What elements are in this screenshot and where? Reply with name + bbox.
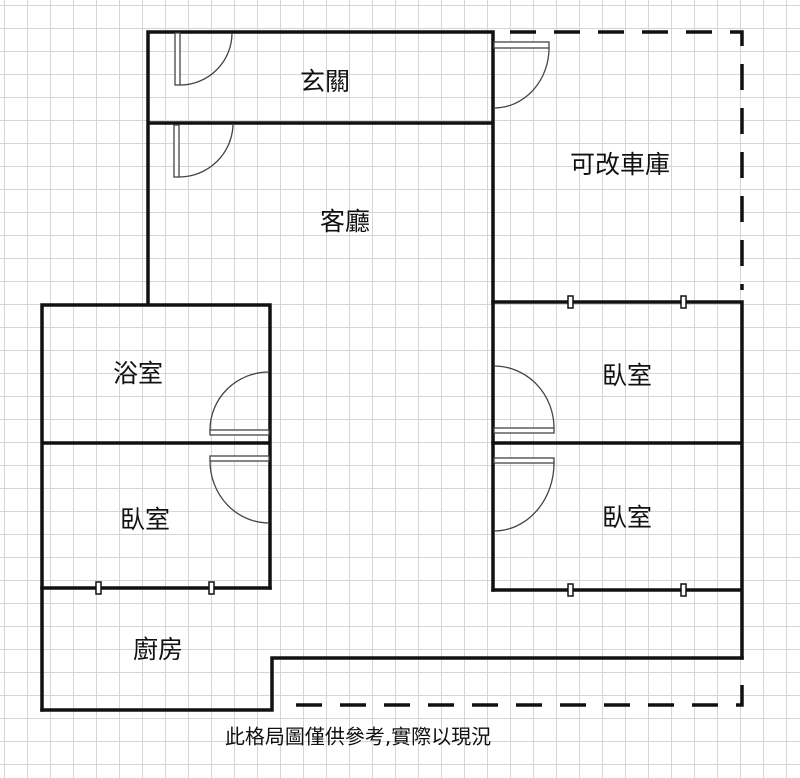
window <box>208 581 215 595</box>
door-bedroom-right-top <box>493 365 555 434</box>
right-bedroom-walls <box>491 300 744 660</box>
door-entrance <box>174 32 233 86</box>
garage-dashed-outline <box>296 30 744 707</box>
door-bathroom <box>209 371 270 436</box>
room-label-entrance: 玄關 <box>299 67 351 96</box>
window <box>567 583 574 597</box>
door-garage <box>493 41 550 109</box>
windows <box>95 295 687 597</box>
room-label-living-room: 客廳 <box>319 207 371 236</box>
walls <box>40 30 744 712</box>
room-label-kitchen: 廚房 <box>132 635 184 664</box>
room-label-bedroom-left: 臥室 <box>119 505 171 534</box>
window <box>680 295 687 309</box>
window <box>95 581 102 595</box>
window <box>567 295 574 309</box>
door-bedroom-right-bottom <box>493 457 555 532</box>
room-label-bedroom-right-top: 臥室 <box>601 361 653 390</box>
room-label-bathroom: 浴室 <box>112 359 164 388</box>
doors <box>173 32 555 532</box>
bathroom-walls <box>40 303 272 712</box>
window <box>680 583 687 597</box>
disclaimer-note: 此格局圖僅供參考,實際以現況 <box>224 724 492 749</box>
door-living <box>173 124 234 178</box>
kitchen-walls <box>40 586 744 712</box>
room-label-bedroom-right-bottom: 臥室 <box>601 503 653 532</box>
entrance-walls <box>146 30 495 592</box>
room-label-garage: 可改車庫 <box>569 150 671 179</box>
door-bedroom-left <box>209 455 270 524</box>
